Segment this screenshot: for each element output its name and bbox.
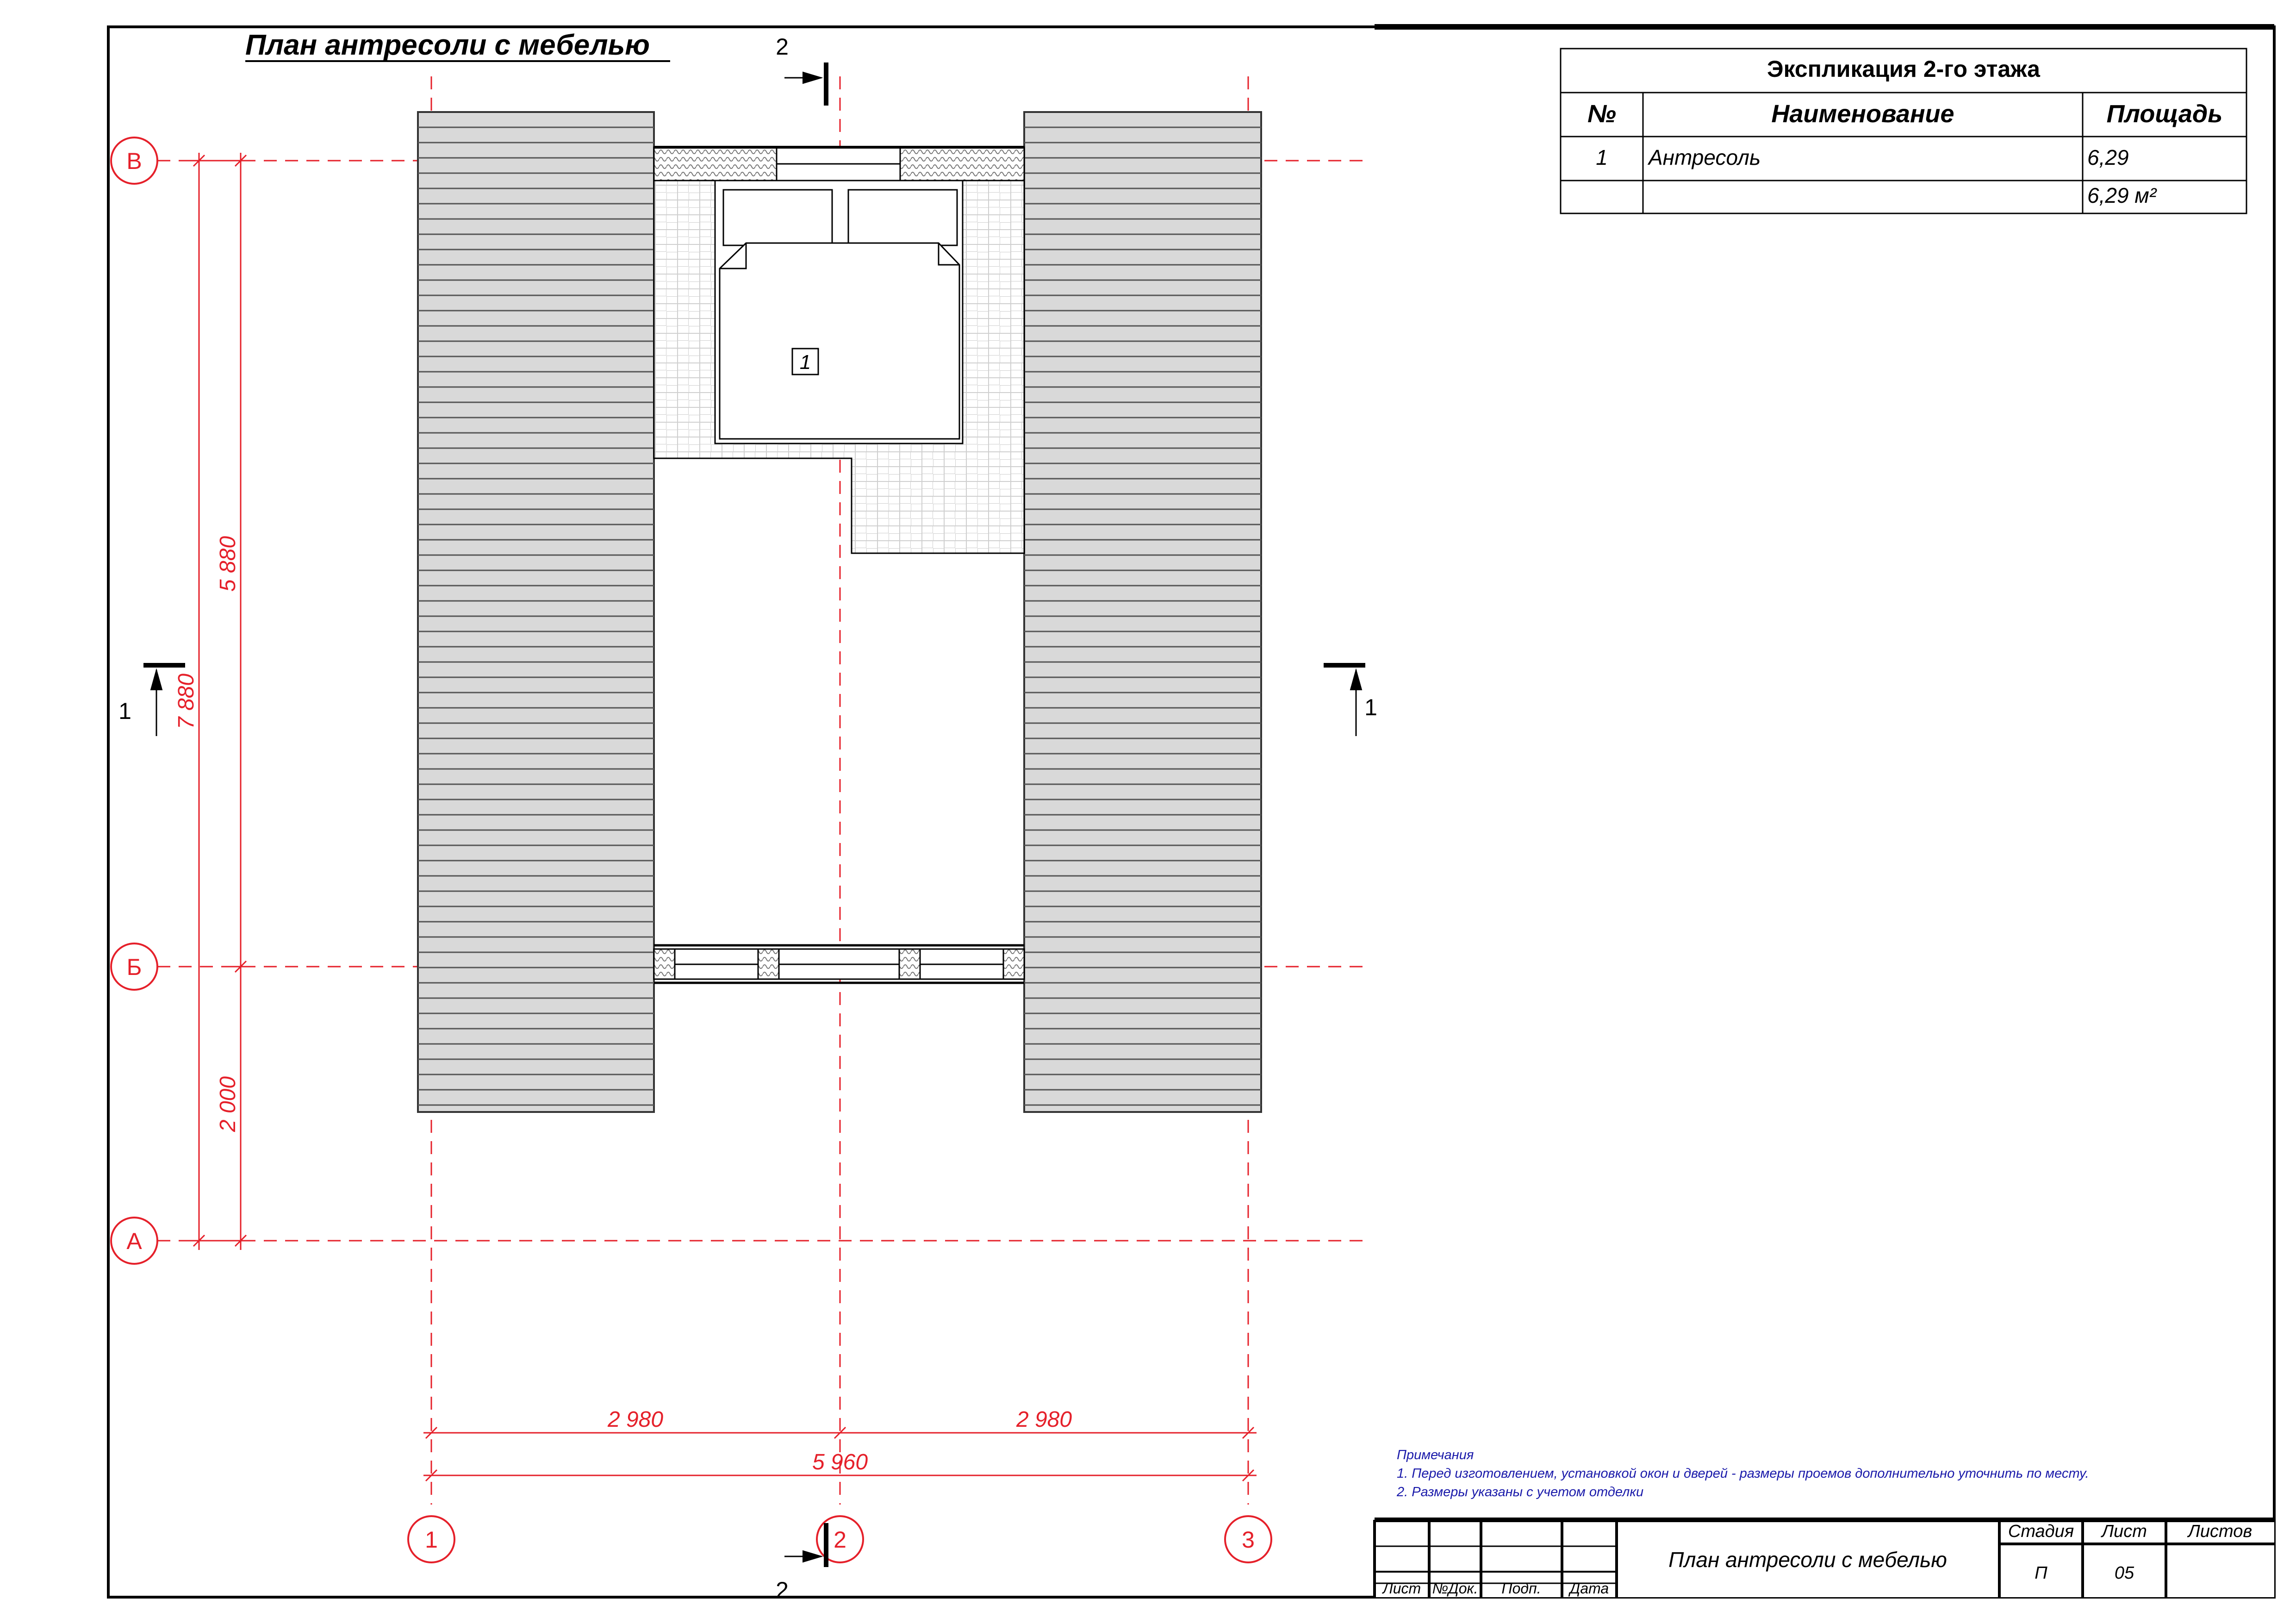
dim-2-to-3: 2 980 bbox=[1016, 1407, 1072, 1432]
roof-slope-left-boards bbox=[418, 126, 654, 1106]
axis-marker-1 bbox=[407, 1515, 455, 1563]
explication-total-area: 6,29 м² bbox=[2087, 183, 2157, 207]
axis-marker-a bbox=[110, 1217, 158, 1265]
pillow-left bbox=[722, 189, 833, 246]
horizontal-dimensions bbox=[423, 1426, 1257, 1482]
explication-row-1-name: Антресоль bbox=[1647, 145, 1761, 169]
section-labels: 1 1 2 2 bbox=[118, 34, 1377, 1603]
axis-label-1: 1 bbox=[425, 1527, 438, 1553]
explication-row-1-area: 6,29 bbox=[2087, 145, 2129, 169]
axis-label-b: Б bbox=[127, 954, 142, 980]
dim-v-to-b: 5 880 bbox=[216, 536, 240, 592]
bed bbox=[714, 180, 964, 444]
stamp-stage-value: П bbox=[2035, 1563, 2047, 1583]
axis-label-a: А bbox=[126, 1228, 142, 1254]
notes: Примечания 1. Перед изготовлением, устан… bbox=[1396, 1448, 2089, 1499]
stamp-sheet-value: 05 bbox=[2115, 1563, 2134, 1583]
explication-header-area: Площадь bbox=[2107, 100, 2223, 128]
stamp-col-sign: Подп. bbox=[1501, 1580, 1541, 1597]
room-tag-number: 1 bbox=[800, 351, 811, 374]
roof-slope-left bbox=[417, 111, 655, 1113]
axis-label-2: 2 bbox=[834, 1527, 846, 1553]
explication-header-num: № bbox=[1587, 100, 1616, 128]
roof-slope-right bbox=[1023, 111, 1262, 1113]
section-1-label-left: 1 bbox=[118, 698, 131, 724]
gable-wall-bottom bbox=[653, 944, 1025, 984]
pillow-right bbox=[847, 189, 958, 246]
stamp-col-sheet: Лист bbox=[1382, 1580, 1421, 1597]
axis-label-v: В bbox=[126, 148, 142, 174]
axis-label-3: 3 bbox=[1242, 1527, 1255, 1553]
notes-item-2: 2. Размеры указаны с учетом отделки bbox=[1396, 1485, 1643, 1499]
explication-header-name: Наименование bbox=[1771, 100, 1954, 128]
drawing-title-group: План антресоли с мебелью bbox=[245, 29, 670, 62]
section-markers bbox=[143, 62, 1365, 1567]
notes-item-1: 1. Перед изготовлением, установкой окон … bbox=[1397, 1466, 2089, 1481]
axis-marker-v bbox=[110, 137, 158, 185]
stamp-col-date: Дата bbox=[1568, 1580, 1609, 1597]
gable-wall-top bbox=[653, 146, 1025, 181]
horizontal-dimension-labels: 2 980 2 980 5 960 bbox=[607, 1407, 1072, 1474]
section-1-label-right: 1 bbox=[1364, 694, 1377, 720]
roof-slope-right-boards bbox=[1024, 126, 1261, 1106]
stamp-stage-label: Стадия bbox=[2008, 1522, 2074, 1541]
explication-table: Экспликация 2-го этажа № Наименование Пл… bbox=[1560, 48, 2247, 214]
vertical-dimension-labels: 7 880 5 880 2 000 bbox=[174, 536, 240, 1132]
stamp-sheets-label: Листов bbox=[2187, 1522, 2252, 1541]
dim-1-to-2: 2 980 bbox=[607, 1407, 663, 1432]
stamp-sheet-title: План антресоли с мебелью bbox=[1668, 1548, 1947, 1572]
title-block: Лист №Док. Подп. Дата План антресоли с м… bbox=[1373, 1518, 2274, 1597]
dim-total-horizontal: 5 960 bbox=[812, 1450, 868, 1474]
vertical-dimensions bbox=[190, 153, 250, 1250]
drawing-title: План антресоли с мебелью bbox=[245, 29, 650, 61]
blanket bbox=[719, 242, 960, 440]
sheet-frame bbox=[107, 24, 2276, 1599]
notes-heading: Примечания bbox=[1397, 1448, 1474, 1462]
axis-marker-b bbox=[110, 943, 158, 991]
section-2-label-top: 2 bbox=[776, 34, 789, 60]
axis-labels: В Б А 1 2 3 bbox=[126, 148, 1255, 1553]
section-2-label-bottom: 2 bbox=[776, 1577, 789, 1603]
axis-marker-3 bbox=[1224, 1515, 1272, 1563]
dim-b-to-a: 2 000 bbox=[216, 1076, 240, 1132]
stamp-col-doc: №Док. bbox=[1432, 1580, 1478, 1597]
explication-row-1-num: 1 bbox=[1596, 145, 1608, 169]
dim-total-vertical: 7 880 bbox=[174, 674, 199, 729]
room-tag: 1 bbox=[791, 348, 819, 375]
explication-title: Экспликация 2-го этажа bbox=[1767, 56, 2041, 82]
stamp-sheet-label: Лист bbox=[2100, 1522, 2147, 1541]
